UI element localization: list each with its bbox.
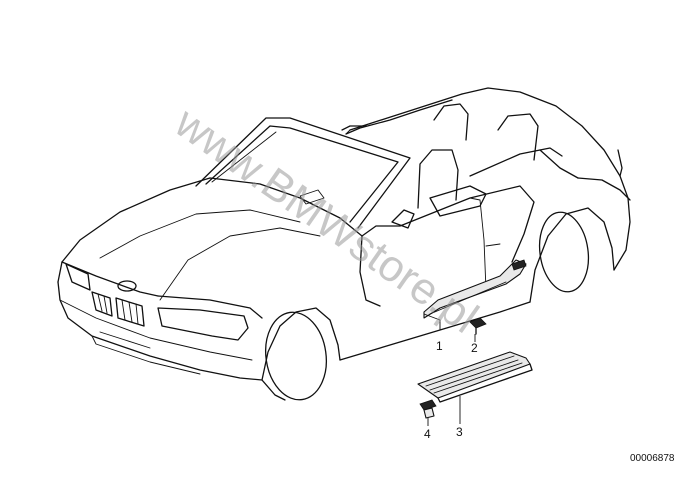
part-1-sill-trim bbox=[423, 313, 441, 331]
document-number: 00006878 bbox=[630, 453, 675, 464]
callout-4: 4 bbox=[424, 418, 431, 441]
callout-3: 3 bbox=[456, 396, 463, 439]
part-3-entrance-cover-strip bbox=[417, 351, 533, 403]
part-4-clip bbox=[419, 399, 437, 419]
convertible-car-illustration bbox=[57, 87, 631, 401]
part-2-clip bbox=[469, 317, 487, 335]
callout-1: 1 bbox=[436, 339, 443, 353]
callout-1-label: 1 bbox=[436, 339, 443, 353]
callout-3-label: 3 bbox=[456, 425, 463, 439]
watermark: www.BMWstore.pl bbox=[165, 97, 486, 342]
callout-4-label: 4 bbox=[424, 427, 431, 441]
callout-2: 2 bbox=[471, 334, 478, 355]
callout-2-label: 2 bbox=[471, 341, 478, 355]
